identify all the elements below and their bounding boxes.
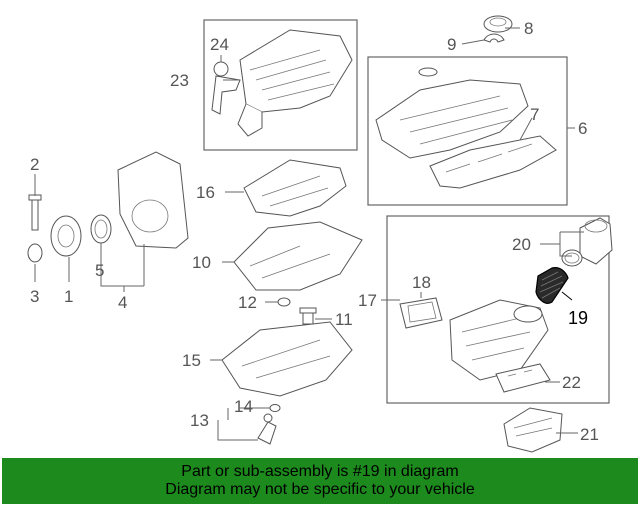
parts-diagram: 1 2 3 4 5 6 7 8 9 10 11 12 13 14 15 16 1…: [27, 15, 613, 453]
timing-cover-part[interactable]: [117, 151, 189, 249]
oil-filter-cap-seal-part[interactable]: [561, 249, 583, 267]
cap-seal-part[interactable]: [483, 33, 505, 43]
pulley-washer-part[interactable]: [27, 243, 43, 263]
front-crank-seal-part[interactable]: [90, 214, 112, 244]
oil-level-sensor-part[interactable]: [257, 404, 281, 445]
pulley-bolt-part[interactable]: [28, 194, 42, 231]
valve-cover-part[interactable]: [375, 67, 529, 159]
valve-cover-gasket-part[interactable]: [429, 135, 557, 189]
callout-14: 14: [234, 397, 253, 416]
drain-plug-part[interactable]: [299, 307, 317, 325]
callout-15: 15: [182, 351, 201, 370]
oil-baffle-part[interactable]: [243, 159, 347, 217]
part-info-banner: Part or sub-assembly is #19 in diagram D…: [2, 458, 638, 504]
callout-12: 12: [238, 293, 257, 312]
callout-labels: 1 2 3 4 5 6 7 8 9 10 11 12 13 14 15 16 1…: [30, 19, 599, 444]
oil-filter-housing-group-box: [386, 215, 610, 404]
callout-10: 10: [192, 253, 211, 272]
callout-16: 16: [196, 183, 215, 202]
upper-oil-pan-part[interactable]: [233, 221, 363, 291]
callout-24: 24: [210, 35, 229, 54]
callout-5: 5: [95, 261, 104, 280]
callout-17: 17: [358, 291, 377, 310]
callout-7: 7: [530, 105, 539, 124]
callout-4: 4: [118, 293, 127, 312]
callout-21: 21: [580, 425, 599, 444]
callout-18: 18: [412, 273, 431, 292]
crankshaft-pulley-part[interactable]: [50, 215, 82, 257]
callout-8: 8: [524, 19, 533, 38]
banner-line-part-number: Part or sub-assembly is #19 in diagram: [181, 463, 459, 480]
oil-filter-housing-part[interactable]: [449, 299, 549, 381]
drain-plug-washer-part[interactable]: [277, 297, 291, 307]
intake-manifold-part[interactable]: [211, 29, 353, 137]
valve-cover-group-box: [367, 56, 568, 206]
callout-20: 20: [512, 235, 531, 254]
oil-filler-cap-part[interactable]: [483, 15, 513, 33]
callout-11: 11: [335, 310, 353, 329]
callout-9: 9: [447, 35, 456, 54]
callout-23: 23: [170, 71, 189, 90]
banner-line-disclaimer: Diagram may not be specific to your vehi…: [165, 481, 475, 498]
callout-2: 2: [30, 155, 39, 174]
oil-filter-cap-part[interactable]: [579, 217, 613, 265]
callout-19: 19: [568, 308, 588, 328]
callout-3: 3: [30, 287, 39, 306]
callout-6: 6: [578, 119, 587, 138]
callout-22: 22: [562, 373, 581, 392]
housing-base-gasket-part[interactable]: [495, 363, 551, 393]
intake-manifold-group-box: [203, 19, 358, 151]
filter-housing-gasket-part[interactable]: [399, 297, 443, 329]
oil-cooler-part[interactable]: [503, 407, 563, 453]
callout-1: 1: [64, 287, 73, 306]
leader-lines: [34, 27, 584, 441]
lower-oil-pan-part[interactable]: [221, 321, 353, 397]
oil-filter-element-part[interactable]: [535, 267, 569, 304]
callout-13: 13: [190, 411, 209, 430]
